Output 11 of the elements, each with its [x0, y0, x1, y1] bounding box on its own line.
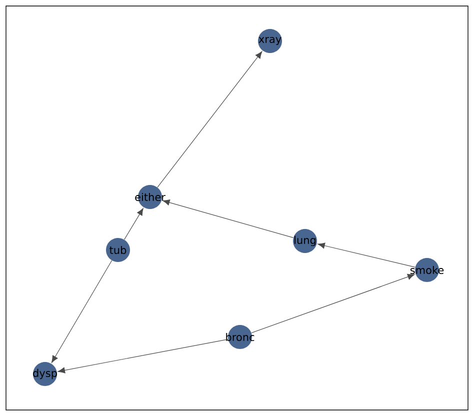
arrow: [124, 208, 144, 240]
node-label: dysp: [33, 368, 57, 380]
arrow: [51, 260, 112, 363]
arrow: [162, 200, 294, 238]
arrow: [157, 51, 262, 188]
arrow: [251, 274, 415, 334]
node-label: xray: [258, 36, 282, 46]
arrow: [318, 242, 416, 268]
node-label: lung: [294, 236, 316, 246]
node-label: tub: [110, 246, 126, 254]
arrow: [58, 338, 228, 374]
